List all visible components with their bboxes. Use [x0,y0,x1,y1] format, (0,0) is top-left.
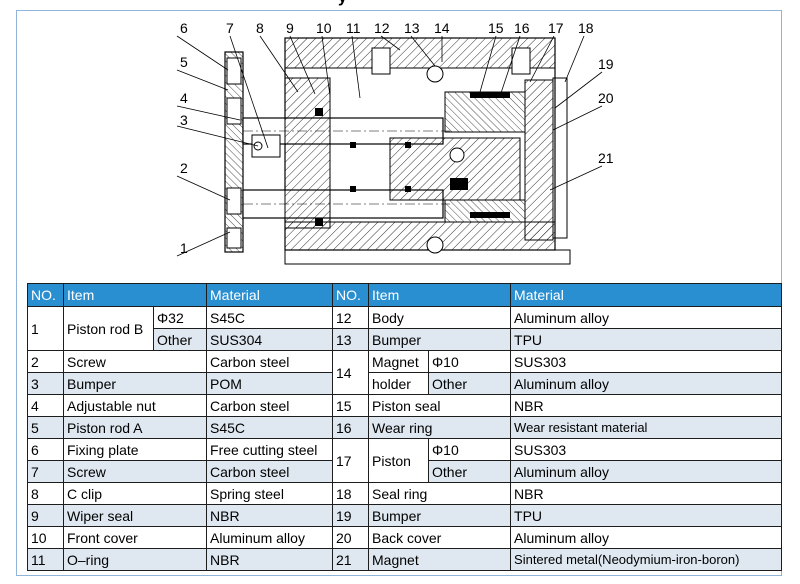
table-row: 9 Wiper seal NBR 19 Bumper TPU [27,504,783,527]
callout-9: 9 [286,20,294,36]
header-item: Item [62,283,208,307]
title-fragment: y [338,0,347,6]
callout-2: 2 [180,160,188,176]
callout-18: 18 [578,20,594,36]
callout-21: 21 [598,150,614,166]
header-row: NO. Item Material NO. Item Material [27,283,783,307]
callout-13: 13 [404,20,420,36]
table-row: Other SUS304 13 Bumper TPU [28,328,783,351]
callout-4: 4 [180,90,188,106]
callout-19: 19 [598,56,614,72]
table-row: 2 Screw Carbon steel 14 Magnet Φ10 SUS30… [27,350,783,395]
callout-5: 5 [180,54,188,70]
callout-7: 7 [226,20,234,36]
callout-12: 12 [374,20,390,36]
cylinder-cross-section: y [176,0,614,265]
header-item-right: Item [368,283,512,307]
callout-8: 8 [256,20,264,36]
table-row: 11 O–ring NBR 21 Magnet Sintered metal(N… [27,548,783,571]
header-no: NO. [27,283,64,307]
table-row: 3 Bumper POM holder Other Aluminum alloy [27,372,783,395]
callout-labels: 6 5 4 3 2 1 7 8 9 10 11 12 13 14 15 16 1… [180,20,614,256]
header-material-right: Material [510,283,783,307]
table-row: 7 Screw Carbon steel Other Aluminum allo… [27,460,783,483]
callout-16: 16 [514,20,530,36]
table-row: 8 C clip Spring steel 18 Seal ring NBR [27,482,783,505]
callout-3: 3 [180,112,188,128]
header-material: Material [206,283,334,307]
table-row: 6 Fixing plate Free cutting steel 17 Pis… [27,438,783,483]
callout-10: 10 [316,20,332,36]
callout-6: 6 [180,20,188,36]
header-no-right: NO. [332,283,370,307]
callout-17: 17 [548,20,564,36]
table-row: 1 Piston rod B Φ32 S45C 12 Body Aluminum… [27,306,783,351]
table-row: 5 Piston rod A S45C 16 Wear ring Wear re… [27,416,783,439]
callout-14: 14 [434,20,450,36]
callout-15: 15 [488,20,504,36]
table-row: 10 Front cover Aluminum alloy 20 Back co… [27,526,783,549]
table-row: 4 Adjustable nut Carbon steel 15 Piston … [27,394,783,417]
callout-11: 11 [346,20,361,36]
callout-20: 20 [598,90,614,106]
callout-1: 1 [180,240,188,256]
parts-table: NO. Item Material NO. Item Material 1 Pi… [27,283,783,571]
